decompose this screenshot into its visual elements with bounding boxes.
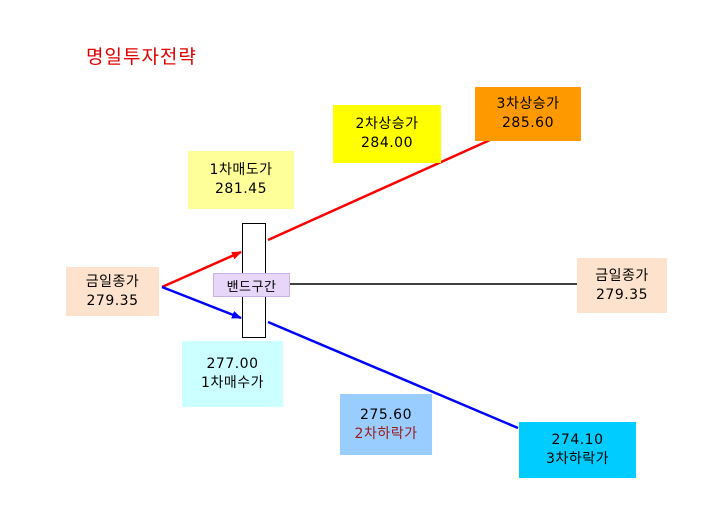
down3-box: 274.10 3차하락가 — [519, 422, 636, 478]
up2-box: 2차상승가 284.00 — [333, 105, 441, 163]
down2-box: 275.60 2차하락가 — [340, 394, 432, 455]
up-trend-line — [267, 138, 491, 242]
down-trend-line — [267, 320, 519, 430]
page-title: 명일투자전략 — [86, 46, 197, 68]
today-close-left-box: 금일종가 279.35 — [66, 267, 159, 316]
box-label: 금일종가 — [85, 273, 140, 290]
up3-box: 3차상승가 285.60 — [475, 87, 581, 141]
box-value: 279.35 — [596, 286, 648, 303]
sell1-box: 1차매도가 281.45 — [188, 151, 294, 209]
box-value: 284.00 — [361, 135, 413, 151]
box-value: 275.60 — [360, 406, 412, 423]
box-label: 금일종가 — [595, 267, 649, 284]
up-arrow-line — [161, 250, 242, 289]
box-label: 1차매도가 — [209, 162, 273, 178]
today-close-right-box: 금일종가 279.35 — [577, 258, 667, 313]
box-label: 3차상승가 — [496, 96, 560, 112]
buy1-box: 277.00 1차매수가 — [182, 341, 283, 407]
box-value: 277.00 — [206, 356, 259, 372]
down-arrow-line — [161, 285, 242, 320]
box-value: 279.35 — [86, 292, 139, 309]
box-label: 3차하락가 — [546, 451, 609, 467]
box-value: 274.10 — [551, 432, 604, 448]
box-label: 2차상승가 — [355, 116, 419, 132]
box-value: 281.45 — [215, 181, 267, 197]
box-label: 1차매수가 — [201, 375, 264, 391]
band-range-label: 밴드구간 — [213, 273, 290, 297]
box-value: 285.60 — [502, 115, 554, 131]
box-label: 2차하락가 — [354, 425, 418, 442]
